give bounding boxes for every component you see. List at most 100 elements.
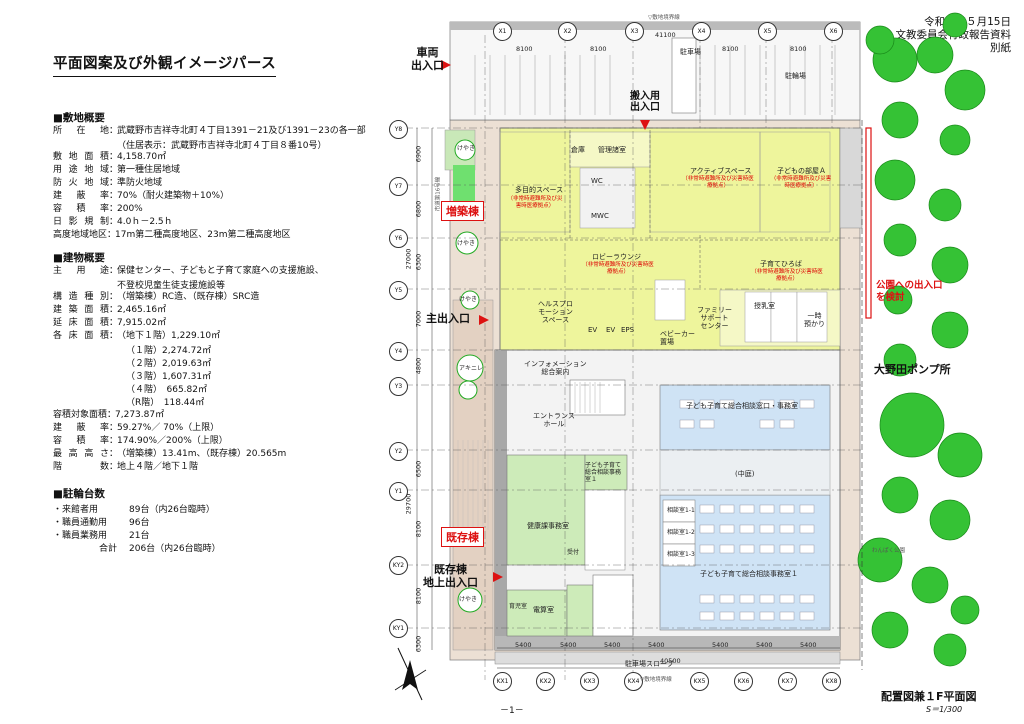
pump-station-label: 大野田ポンプ所 xyxy=(874,363,951,376)
dim-bottom-2: 5400 xyxy=(560,641,577,649)
top-band xyxy=(450,22,860,30)
annex-rooms xyxy=(499,131,841,347)
grid-marker-x3: X3 xyxy=(625,22,644,41)
room-health-office: 健康課事務室 xyxy=(527,522,569,530)
grid-marker-kx7: KX7 xyxy=(778,672,797,691)
grid-marker-y3: Y3 xyxy=(389,377,408,396)
grid-marker-y7: Y7 xyxy=(389,177,408,196)
park-exit-label: 公園への出入口 を検討 xyxy=(876,280,943,303)
building-area-row: 建 築 面 積：2,465.16㎡ xyxy=(53,305,167,315)
grid-marker-kx5: KX5 xyxy=(690,672,709,691)
existing-entrance-arrow-icon xyxy=(493,572,503,582)
building-overview-heading: ■建物概要 xyxy=(53,252,105,264)
bottom-dim-lines xyxy=(497,647,840,669)
building-floor-area-row: 延 床 面 積：7,915.02㎡ xyxy=(53,318,167,328)
grid-marker-x5: X5 xyxy=(758,22,777,41)
room-mwc: MWC xyxy=(591,212,609,220)
floor-4f: （４階） 665.82㎡ xyxy=(126,385,207,395)
dim-left-3: 27000 xyxy=(404,248,413,270)
left-dim-lines xyxy=(416,128,433,650)
park-right-label: わんぱく公園 xyxy=(872,548,906,554)
header-attachment: 別紙 xyxy=(990,42,1011,54)
room-eps: EPS xyxy=(621,326,635,334)
floor-1f: （１階）2,274.72㎡ xyxy=(126,346,212,356)
grid-marker-kx1: KX1 xyxy=(493,672,512,691)
room-health-promo: ヘルスプロ モーション スペース xyxy=(538,300,573,324)
room-temp-care: 一時 預かり xyxy=(804,312,825,328)
room-slope: 駐車場スロープ xyxy=(625,660,674,668)
floor-rf: （R階） 118.44㎡ xyxy=(126,398,205,408)
building-each-floor-row: 各 床 面 積：（地下１階）1,229.10㎡ xyxy=(53,331,221,341)
label: 所 在 地 xyxy=(53,126,109,136)
grid-lines xyxy=(405,35,862,680)
room-entrance-hall: エントランス ホール xyxy=(533,412,575,428)
north-arrow-icon xyxy=(394,647,427,701)
room-multi-space-note: （非常時避難所及び災害時医療拠点） xyxy=(507,196,563,209)
grid-marker-ky2: KY2 xyxy=(389,556,408,575)
room-consult-1: 相談室1-1 xyxy=(667,507,695,514)
stair-a xyxy=(569,379,626,416)
dim-left-9: 8100 xyxy=(414,587,423,605)
dim-left-1: 6900 xyxy=(414,145,423,163)
room-warehouse: 倉庫 xyxy=(571,146,585,154)
grid-marker-kx8: KX8 xyxy=(822,672,841,691)
room-info-desk: インフォメーション 総合案内 xyxy=(524,360,587,376)
road-bottom-label: ▽敷地境界線 xyxy=(640,677,672,683)
site-area-row: 敷 地 面 積：4,158.70㎡ xyxy=(53,152,167,162)
courtyard xyxy=(659,449,831,496)
room-kids-office2: 子ども子育て総合相談事務室１ xyxy=(585,462,622,483)
room-baby-car: ベビーカー 置場 xyxy=(660,330,695,346)
kids-office-area xyxy=(659,384,831,451)
parking-area xyxy=(449,21,861,121)
grid-marker-y8: Y8 xyxy=(389,120,408,139)
grid-marker-y4: Y4 xyxy=(389,342,408,361)
site-far-row: 容 積 率：200% xyxy=(53,204,143,214)
room-nursery: 育児室 xyxy=(509,603,528,610)
room-kids-room-note: （非常時避難所及び災害時医療拠点） xyxy=(770,176,832,189)
dim-top-2: 8100 xyxy=(590,45,607,53)
wc-block xyxy=(584,489,626,571)
existing-entrance-label: 既存棟 地上出入口 xyxy=(423,563,478,589)
stories-row: 階 数：地上４階／地下１階 xyxy=(53,462,199,472)
room-reception: 受付 xyxy=(567,549,580,556)
dim-top-4: 8100 xyxy=(790,45,807,53)
existing-building-label: 既存棟 xyxy=(441,527,484,547)
dim-top-1: 8100 xyxy=(516,45,533,53)
park-trees xyxy=(857,12,986,667)
grid-marker-ky1: KY1 xyxy=(389,619,408,638)
tree-label-5: けやき xyxy=(459,596,478,603)
park-exit-marker xyxy=(865,127,872,319)
center-room xyxy=(566,584,594,637)
tree-label-1: けやき xyxy=(457,145,476,152)
room-kids-office: 子ども子育て総合相談窓口・事務室 xyxy=(686,402,798,410)
site-fire-row: 防 火 地 域：準防火地域 xyxy=(53,178,163,188)
room-lobby-lounge: ロビーラウンジ xyxy=(592,253,641,261)
health-office-area xyxy=(506,454,586,566)
grid-marker-y6: Y6 xyxy=(389,229,408,248)
room-courtyard: (中庭) xyxy=(735,470,755,478)
grid-marker-y5: Y5 xyxy=(389,281,408,300)
consult-rooms xyxy=(662,499,696,567)
main-entrance-arrow-icon xyxy=(479,315,489,325)
tree-label-4: アキニレ xyxy=(459,365,484,372)
dim-left-10: 29700 xyxy=(404,493,413,515)
dim-top-3: 8100 xyxy=(722,45,739,53)
dim-bottom-1: 5400 xyxy=(515,641,532,649)
building-use-row2: 不登校児童生徒支援施設等 xyxy=(117,281,226,291)
road-top-label: ▽敷地境界線 xyxy=(648,15,680,21)
room-management: 管理諸室 xyxy=(598,146,626,154)
bicycle-heading: ■駐輪台数 xyxy=(53,488,105,500)
left-trees xyxy=(454,139,484,613)
loading-entrance-arrow-icon xyxy=(640,120,650,130)
grid-marker-kx3: KX3 xyxy=(580,672,599,691)
dim-left-5: 7000 xyxy=(414,310,423,328)
room-kids-plaza: 子育てひろば xyxy=(760,260,802,268)
dim-left-4: 6300 xyxy=(414,253,423,271)
dim-top-total: 41100 xyxy=(655,31,676,39)
grid-marker-kx2: KX2 xyxy=(536,672,555,691)
